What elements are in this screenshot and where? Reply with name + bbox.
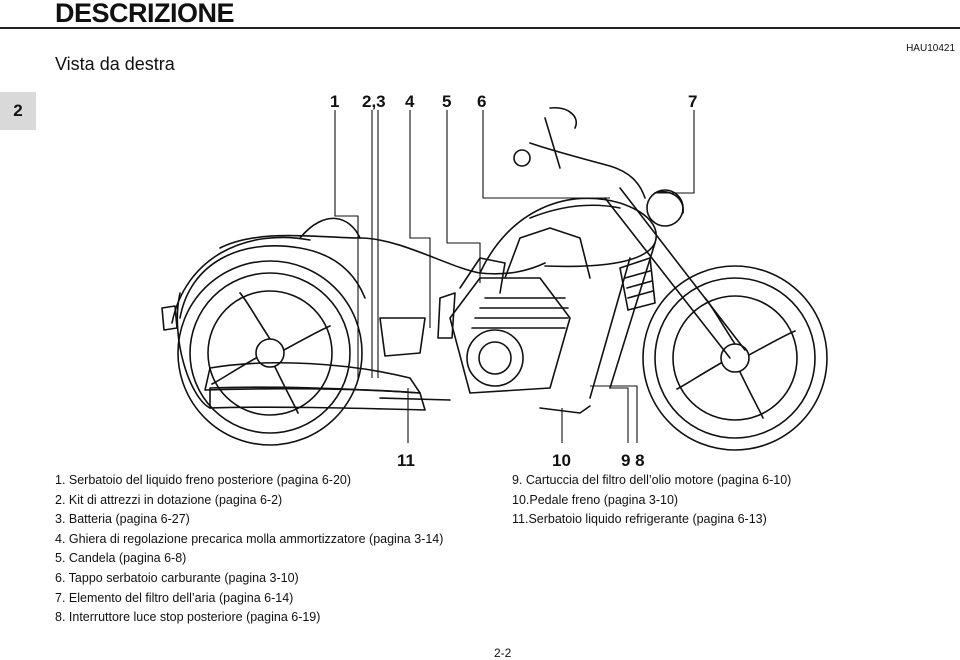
list-item: 9. Cartuccia del filtro dell’olio motore… [512,473,792,487]
callout-9-8: 9 8 [621,451,645,468]
leader-lines [334,110,695,443]
list-item: 7. Elemento del filtro dell’aria (pagina… [55,590,294,605]
motorcycle-diagram: 1 2,3 4 5 6 7 11 10 9 8 [161,92,828,468]
callout-5: 5 [442,92,451,111]
list-item: 11.Serbatoio liquido refrigerante (pagin… [512,512,767,527]
brake-pedal [539,405,591,414]
headlight [646,189,684,227]
radiator [619,257,656,311]
title-rule [0,27,960,29]
list-item: 4. Ghiera di regolazione precarica molla… [55,531,444,546]
chapter-tab: 2 [0,92,36,130]
list-item: 2. Kit di attrezzi in dotazione (pagina … [55,492,283,507]
page-title: DESCRIZIONE [55,0,235,28]
list-item: 6. Tappo serbatoio carburante (pagina 3-… [55,570,299,585]
rear-fender [179,245,366,319]
list-item: 1. Serbatoio del liquido freno posterior… [55,473,352,487]
page-header: DESCRIZIONE [0,0,960,30]
document-code: HAU10421 [906,43,955,54]
seat [219,234,546,275]
callout-10: 10 [552,451,571,468]
callout-7: 7 [688,92,697,111]
callout-6: 6 [477,92,486,111]
callout-11: 11 [397,451,415,468]
list-item: 3. Batteria (pagina 6-27) [55,512,190,527]
parts-list-right: 9. Cartuccia del filtro dell’olio motore… [512,471,791,530]
list-item: 5. Candela (pagina 6-8) [55,551,187,566]
callout-1: 1 [330,92,339,111]
rear-wheel [177,260,363,446]
section-subtitle: Vista da destra [55,54,175,74]
parts-list-left: 1. Serbatoio del liquido freno posterior… [55,471,443,628]
page-number: 2-2 [494,646,512,660]
callout-4: 4 [405,92,415,111]
handlebar [529,142,646,199]
front-wheel [642,265,828,451]
front-fork [604,187,746,359]
list-item: 8. Interruttore luce stop posteriore (pa… [55,610,321,625]
list-item: 10.Pedale freno (pagina 3-10) [512,492,679,507]
engine [449,227,591,394]
callout-2-3: 2,3 [362,92,386,111]
fuel-tank [479,197,657,274]
